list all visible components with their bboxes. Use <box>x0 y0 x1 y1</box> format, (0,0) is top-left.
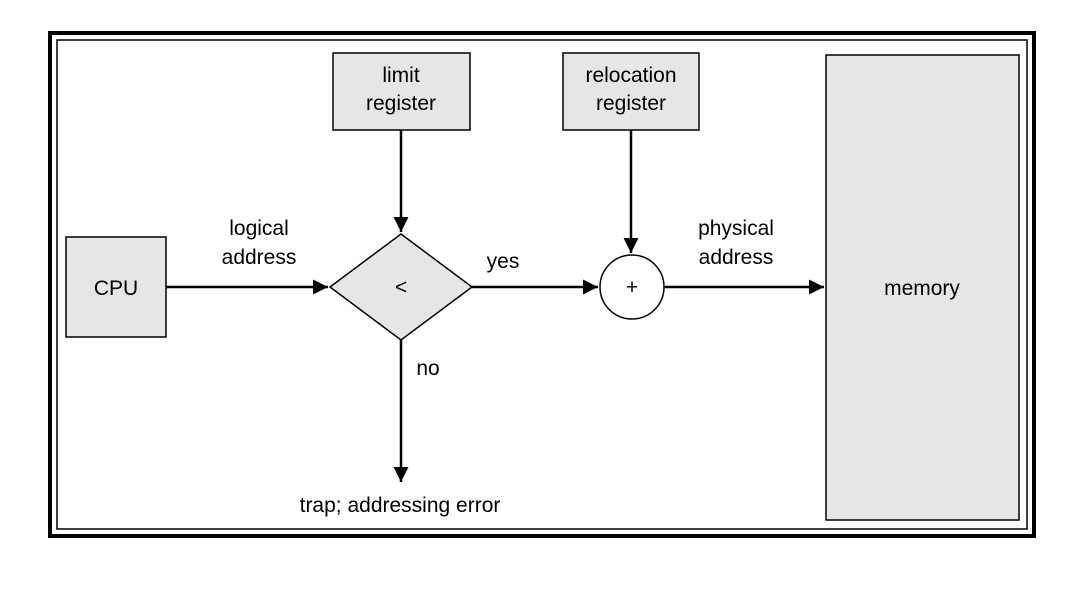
memory-box <box>825 54 1020 521</box>
logical-address-label-line2: address <box>222 246 297 269</box>
cpu-label: CPU <box>94 277 138 300</box>
relocation-register-label-line1: relocation <box>585 64 676 87</box>
memory-label: memory <box>884 277 960 300</box>
comparator-symbol: < <box>395 276 407 299</box>
limit-register-box <box>332 52 471 131</box>
no-label: no <box>416 357 439 380</box>
physical-address-label-line2: address <box>699 246 774 269</box>
limit-register-label-line1: limit <box>382 64 419 87</box>
physical-address-label-line1: physical <box>698 217 774 240</box>
relocation-register-label-line2: register <box>596 92 666 115</box>
trap-label: trap; addressing error <box>300 494 501 517</box>
inner-frame <box>56 39 1028 530</box>
yes-label: yes <box>487 250 520 273</box>
limit-register-label-line2: register <box>366 92 436 115</box>
cpu-box <box>65 236 167 338</box>
adder-symbol: + <box>626 276 638 299</box>
logical-address-label-line1: logical <box>229 217 289 240</box>
outer-frame <box>48 31 1036 538</box>
